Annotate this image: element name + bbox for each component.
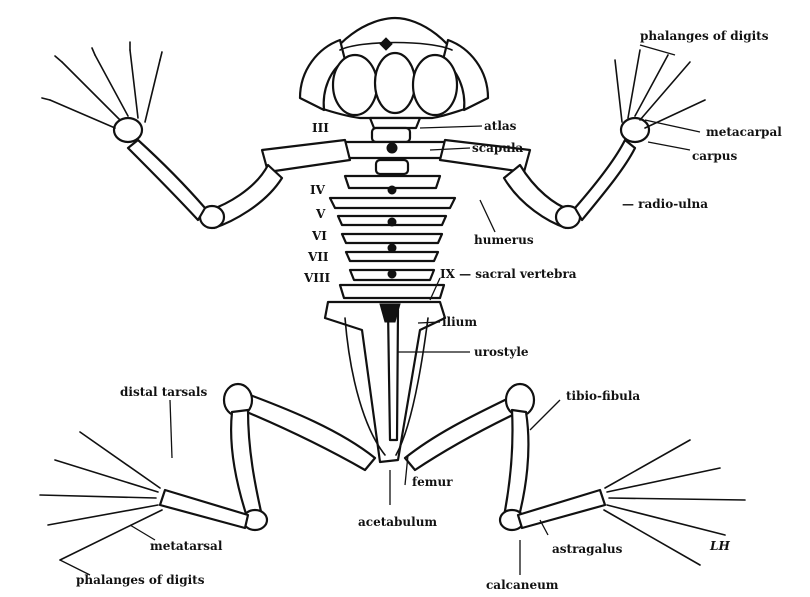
label-phalanges-top: phalanges of digits [640,30,768,42]
label-distal-tarsals: distal tarsals [120,386,207,398]
label-carpus: carpus [692,150,737,162]
label-phalanges-bottom: phalanges of digits [76,574,204,586]
label-metatarsal: metatarsal [150,540,222,552]
label-astragalus: astragalus [552,543,622,555]
label-ilium: ilium [442,316,477,328]
right-hindlimb [405,384,745,565]
vertebra-number-iii: III [312,122,329,134]
vertebra-number-iv: IV [310,184,325,196]
vertebra-number-vii: VII [308,251,329,263]
artist-signature: LH [710,540,730,552]
label-femur: femur [412,476,453,488]
label-humerus: humerus [474,234,534,246]
label-metacarpal: metacarpal [706,126,782,138]
label-radio-ulna: — radio-ulna [622,198,708,210]
left-forelimb [42,42,282,228]
label-acetabulum: acetabulum [358,516,437,528]
label-tibio-fibula: tibio-fibula [566,390,640,402]
label-urostyle: urostyle [474,346,529,358]
left-hindlimb [40,384,375,560]
label-atlas: atlas [484,120,516,132]
label-sacral-vertebra: IX — sacral vertebra [440,268,577,280]
skull [300,18,488,128]
label-scapula: scapula [472,142,523,154]
vertebra-number-viii: VIII [304,272,330,284]
label-calcaneum: calcaneum [486,579,559,591]
vertebra-number-v: V [316,208,325,220]
vertebra-number-vi: VI [312,230,327,242]
